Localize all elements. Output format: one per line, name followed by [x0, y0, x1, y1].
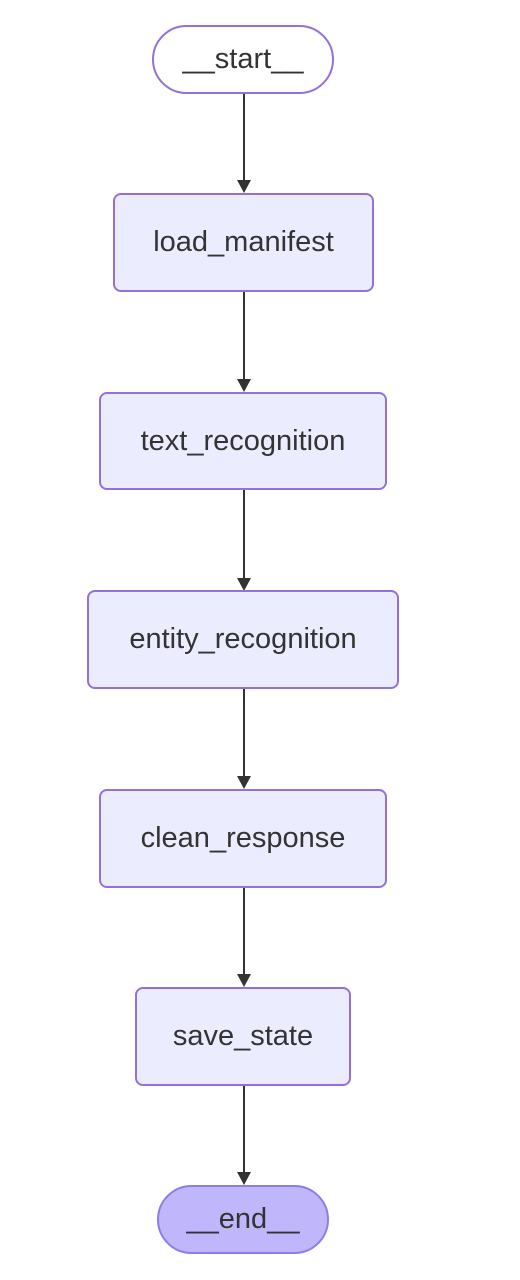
clean-response-node: clean_response — [99, 789, 387, 888]
end-node-label: __end__ — [186, 1203, 300, 1235]
arrowhead-entity-recognition — [237, 578, 251, 591]
entity-recognition-node-label: entity_recognition — [129, 623, 357, 655]
clean-response-node-label: clean_response — [140, 822, 346, 854]
edge-start-to-load-manifest — [243, 94, 245, 180]
start-node-label: __start__ — [182, 43, 304, 75]
start-node: __start__ — [152, 25, 334, 94]
text-recognition-node: text_recognition — [99, 392, 387, 490]
edge-load-manifest-to-text-recognition — [243, 292, 245, 379]
edge-clean-response-to-save-state — [243, 888, 245, 974]
arrowhead-end — [237, 1172, 251, 1185]
end-node: __end__ — [157, 1185, 329, 1254]
text-recognition-node-label: text_recognition — [140, 424, 346, 457]
arrowhead-text-recognition — [237, 379, 251, 392]
save-state-node-label: save_state — [172, 1020, 314, 1052]
arrowhead-load-manifest — [237, 180, 251, 193]
edge-text-recognition-to-entity-recognition — [243, 490, 245, 578]
arrowhead-save-state — [237, 974, 251, 987]
edge-entity-recognition-to-clean-response — [243, 689, 245, 776]
load-manifest-node-label: load_manifest — [153, 226, 334, 258]
edge-save-state-to-end — [243, 1086, 245, 1172]
save-state-node: save_state — [135, 987, 351, 1086]
entity-recognition-node: entity_recognition — [87, 590, 399, 689]
load-manifest-node: load_manifest — [113, 193, 374, 292]
arrowhead-clean-response — [237, 776, 251, 789]
